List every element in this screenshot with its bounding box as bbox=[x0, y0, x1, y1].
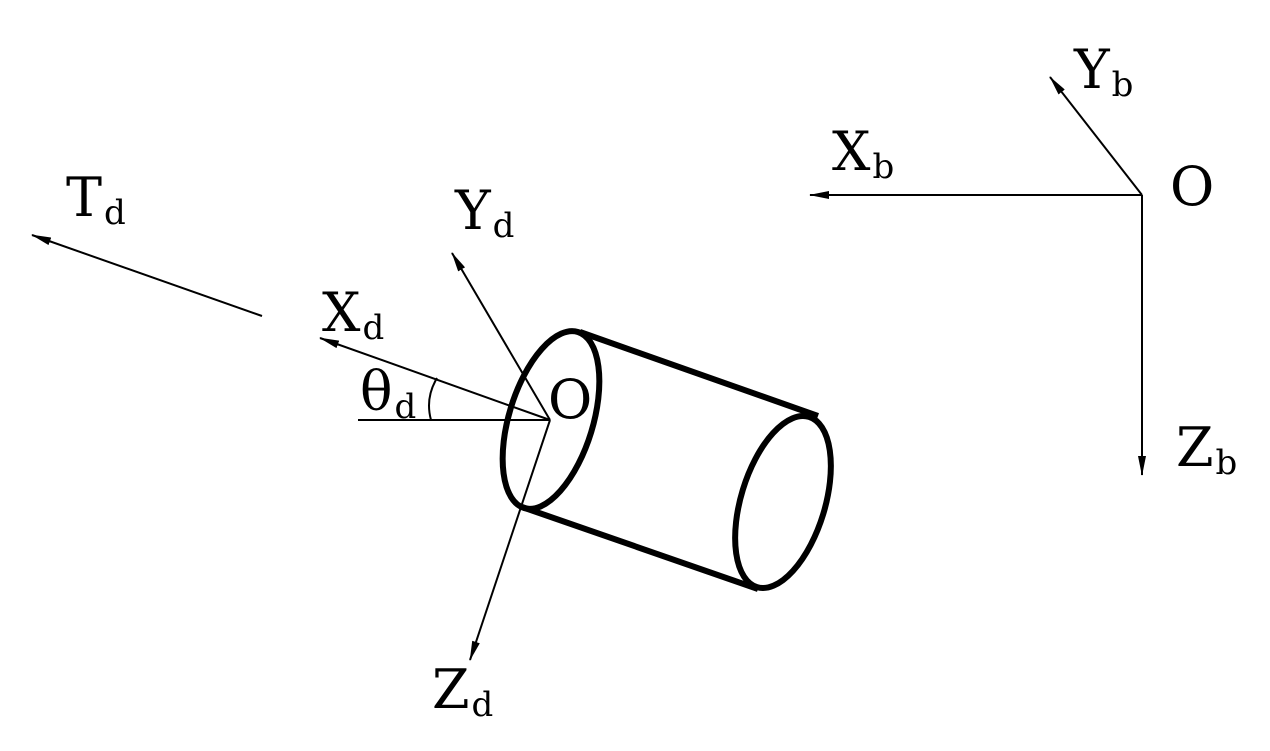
body-y-axis-arrow bbox=[1049, 76, 1143, 196]
thrust-vector-label: Td bbox=[66, 166, 126, 233]
body-y-axis-label: Yb bbox=[1073, 38, 1133, 105]
body-origin-label: O bbox=[1170, 155, 1214, 218]
cylinder-back-face bbox=[732, 413, 834, 591]
device-x-axis-label: Xd bbox=[322, 281, 384, 348]
device-x-axis-arrow bbox=[319, 337, 551, 421]
angle-arc bbox=[428, 377, 438, 421]
angle-label: θd bbox=[360, 360, 416, 427]
device-z-axis-arrow bbox=[469, 419, 551, 661]
cylinder-body bbox=[499, 328, 834, 592]
device-y-axis-label: Yd bbox=[454, 179, 514, 246]
body-z-axis-label: Zb bbox=[1176, 416, 1237, 483]
device-origin-label: O bbox=[548, 368, 592, 431]
device-z-axis-label: Zd bbox=[432, 658, 493, 725]
cylinder-front-face bbox=[499, 328, 603, 512]
body-x-axis-label: Xb bbox=[832, 120, 894, 187]
thrust-vector-arrow bbox=[31, 234, 263, 317]
device-y-axis-arrow bbox=[451, 252, 551, 421]
